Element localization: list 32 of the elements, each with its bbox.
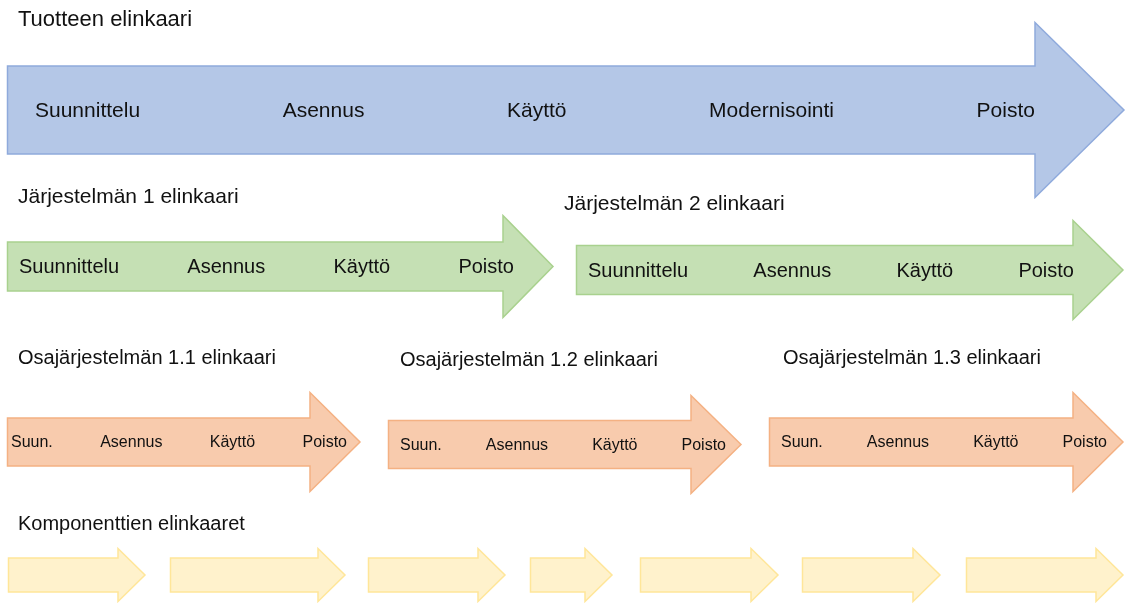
phase-label: Poisto xyxy=(458,255,514,278)
phase-label: Asennus xyxy=(100,433,163,451)
arrow-heading: Järjestelmän 1 elinkaari xyxy=(18,184,239,208)
phase-label: Suun. xyxy=(781,433,823,451)
phase-label: Käyttö xyxy=(592,435,638,454)
phase-label: Käyttö xyxy=(507,98,567,122)
group-heading: Komponenttien elinkaaret xyxy=(18,512,245,535)
phase-label: Poisto xyxy=(1018,258,1074,282)
phase-label: Käyttö xyxy=(333,255,391,278)
phase-label: Käyttö xyxy=(973,433,1019,451)
phase-label: Asennus xyxy=(753,258,832,282)
phase-label: Suun. xyxy=(11,433,53,451)
phase-label: Suun. xyxy=(400,435,442,454)
phase-label: Poisto xyxy=(681,435,726,454)
phase-label: Asennus xyxy=(187,255,266,278)
arrow-heading: Osajärjestelmän 1.2 elinkaari xyxy=(400,348,658,371)
phase-label: Suunnittelu xyxy=(588,258,689,282)
phase-label: Poisto xyxy=(976,98,1035,122)
phase-label: Suunnittelu xyxy=(19,255,120,278)
phase-label: Asennus xyxy=(485,435,549,454)
phase-label: Poisto xyxy=(302,433,347,451)
arrow-heading: Osajärjestelmän 1.3 elinkaari xyxy=(783,346,1041,369)
phase-label: Modernisointi xyxy=(709,98,834,122)
arrow-heading: Osajärjestelmän 1.1 elinkaari xyxy=(18,346,276,369)
phase-label: Poisto xyxy=(1062,433,1107,451)
phase-label: Asennus xyxy=(282,98,365,122)
phase-label: Asennus xyxy=(866,433,930,451)
arrow-heading: Järjestelmän 2 elinkaari xyxy=(564,191,785,215)
phase-label: Käyttö xyxy=(209,433,256,451)
phase-label: Suunnittelu xyxy=(35,98,141,122)
phase-label: Käyttö xyxy=(896,258,954,282)
arrow-heading: Tuotteen elinkaari xyxy=(18,6,193,32)
